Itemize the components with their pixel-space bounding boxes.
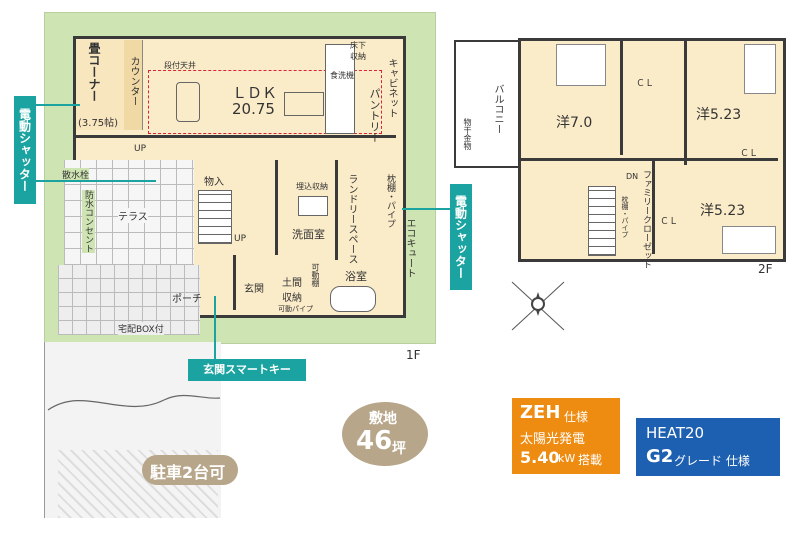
counter (124, 40, 143, 130)
stairs-2f (588, 186, 616, 256)
shutter-callout-left: 電動シャッター (14, 96, 36, 204)
pantry-label: パントリー (368, 88, 381, 143)
cl2-label: ＣＬ (740, 149, 759, 159)
site-area-badge (342, 402, 428, 466)
porch-label: ポーチ (172, 294, 202, 305)
room1-label: 洋7.0 (556, 115, 593, 131)
bathroom-label: 浴室 (345, 270, 367, 283)
wall-ldk-bottom (76, 135, 396, 138)
dn-label: DN (626, 172, 639, 181)
shelf-pipe-2f-label: 枕棚・パイプ (621, 196, 629, 238)
shelf-pipe-1f-label: 枕棚・パイプ (385, 174, 395, 228)
washroom-label: 洗面室 (292, 228, 325, 241)
wall-laundry (335, 160, 338, 260)
kitchen-counter (325, 44, 355, 134)
site-area-label: 敷地 (369, 411, 397, 427)
cabinet-label: キャビネット (386, 58, 397, 118)
bathtub (330, 286, 376, 312)
site-area-value: 46 (356, 426, 393, 456)
driveway-curve (47, 394, 221, 411)
zeh-title-suffix: 仕様 (564, 410, 589, 424)
underfloor-label: 床下収納 (350, 41, 366, 61)
shutter-callout-left-line2 (36, 180, 156, 182)
dishwasher-label: 食洗機 (330, 71, 354, 80)
wall-2f-room2 (684, 40, 687, 165)
dirt-storage-label: 土間収納 (282, 278, 302, 304)
ecocute-label: エコキュート (404, 218, 415, 278)
counter-label: カウンター (128, 56, 139, 106)
wall-entry (233, 255, 236, 310)
delivery-box-label: 宅配BOX付 (118, 322, 164, 335)
parking-label: 駐車2台可 (150, 463, 226, 482)
balcony-label: バルコニー (492, 84, 503, 134)
sofa (176, 82, 200, 122)
family-closet-label: ファミリークローゼット (641, 170, 651, 269)
ldk-size: 20.75 (232, 100, 275, 118)
smart-key-callout: 玄関スマートキー (188, 359, 306, 381)
terrace-label: テラス (118, 208, 148, 223)
stairs-1f (198, 190, 232, 244)
dining-table (284, 92, 324, 116)
zeh-line2: 太陽光発電 (520, 432, 586, 447)
movable-shelf-label: 可動棚 (311, 263, 320, 287)
raised-ceiling-outline (148, 70, 382, 134)
laundry-label: ランドリースペース (346, 174, 357, 264)
wall-2f-room1 (620, 40, 623, 155)
zeh-title: ZEH (520, 402, 561, 423)
heat20-line2-main: G2 (646, 446, 674, 467)
zeh-line3-suffix: 搭載 (578, 453, 603, 467)
ldk-label: ＬＤＫ (232, 84, 278, 102)
bed-room3 (722, 226, 776, 254)
shutter-callout-right: 電動シャッター (450, 184, 472, 290)
smart-key-callout-line (214, 296, 216, 360)
zeh-line3-value: 5.40 (520, 448, 560, 467)
room3-label: 洋5.23 (700, 203, 746, 219)
floor2-label: 2F (758, 262, 773, 276)
zeh-badge (512, 398, 620, 474)
cl3-label: ＣＬ (660, 217, 679, 227)
room2-label: 洋5.23 (696, 107, 742, 123)
zeh-line3-unit: kW (558, 452, 576, 465)
faucet-label: 散水栓 (62, 168, 90, 181)
up-label-1: UP (134, 144, 147, 154)
tatami-corner (76, 40, 125, 130)
heat20-line1: HEAT20 (646, 424, 705, 442)
compass-icon (511, 281, 565, 331)
site-area-unit: 坪 (392, 441, 406, 457)
heat20-badge (636, 418, 780, 476)
up-label-2: UP (234, 234, 247, 244)
wall-2f-mid (520, 158, 778, 161)
floor1-label: 1F (406, 348, 421, 362)
heat20-line2-suffix: グレード 仕様 (674, 454, 750, 468)
wall-2f-room3 (652, 160, 655, 254)
cl1-label: ＣＬ (636, 79, 655, 89)
movable-pipe-label: 可動パイプ (278, 305, 313, 313)
outlet-label: 防水コンセント (82, 190, 95, 253)
entrance-label: 玄関 (244, 284, 264, 295)
tatami-label: 畳コーナー (87, 42, 101, 102)
raised-ceiling-label: 段付天井 (164, 61, 196, 70)
shutter-callout-left-line (36, 104, 80, 106)
tatami-size: (3.75帖) (78, 118, 119, 129)
shutter-callout-right-line (402, 208, 450, 210)
parking-badge (142, 455, 238, 485)
builtin-storage-label: 埋込収納 (296, 182, 328, 191)
entrance-storage-label: 物入 (204, 177, 224, 188)
bed-room2 (744, 44, 776, 94)
drying-label: 物干金物 (463, 118, 472, 150)
bed-room1 (556, 44, 606, 86)
washbasin (298, 196, 328, 216)
wall-wash (275, 160, 278, 255)
